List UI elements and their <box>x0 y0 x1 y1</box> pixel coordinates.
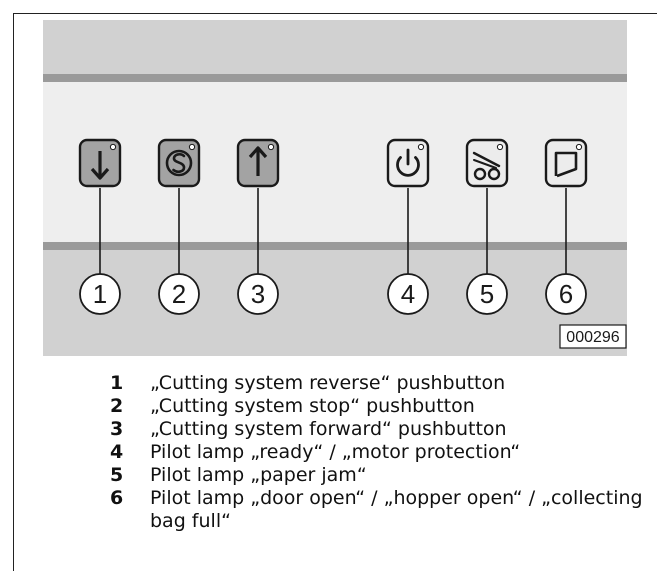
power-icon <box>396 148 420 177</box>
svg-text:2: 2 <box>172 279 186 309</box>
panel-middle <box>43 82 627 242</box>
indicator-dot <box>267 143 275 151</box>
callout-4: 4 <box>387 273 429 315</box>
legend-item: 6 Pilot lamp „door open“ / „hopper open“… <box>110 487 650 533</box>
indicator-dot <box>575 143 583 151</box>
callout-3: 3 <box>237 273 279 315</box>
ready-pilot-lamp <box>386 138 430 188</box>
legend-text: Pilot lamp „paper jam“ <box>150 464 367 486</box>
legend-item: 4 Pilot lamp „ready“ / „motor protection… <box>110 441 650 464</box>
legend-item: 1 „Cutting system reverse“ pushbutton <box>110 372 650 395</box>
panel-top-stripe <box>43 74 627 82</box>
stop-pushbutton[interactable] <box>157 138 201 188</box>
callout-2: 2 <box>158 273 200 315</box>
callout-6: 6 <box>545 273 587 315</box>
image-code-label: 000296 <box>559 324 627 349</box>
svg-text:4: 4 <box>401 279 415 309</box>
hopper-icon <box>554 151 578 178</box>
legend-number: 6 <box>110 487 124 509</box>
arrow-up-icon <box>248 146 268 176</box>
arrow-down-icon <box>90 151 110 180</box>
indicator-dot <box>188 143 196 151</box>
forward-pushbutton[interactable] <box>236 138 280 188</box>
legend-number: 2 <box>110 395 124 417</box>
reverse-pushbutton[interactable] <box>78 138 122 188</box>
panel-bottom-stripe <box>43 242 627 250</box>
indicator-dot <box>109 143 117 151</box>
indicator-dot <box>417 143 425 151</box>
control-panel-diagram: 1 2 3 4 5 6 000296 <box>43 20 627 356</box>
frame-left-line <box>13 13 14 571</box>
legend-text: „Cutting system reverse“ pushbutton <box>150 372 506 394</box>
svg-text:1: 1 <box>93 279 107 309</box>
legend-text: Pilot lamp „door open“ / „hopper open“ /… <box>150 487 643 532</box>
legend-number: 5 <box>110 464 124 486</box>
stop-s-icon <box>165 149 193 177</box>
paper-jam-pilot-lamp <box>465 138 509 188</box>
panel-top-band <box>43 20 627 78</box>
legend-text: „Cutting system stop“ pushbutton <box>150 395 475 417</box>
indicator-dot <box>496 143 504 151</box>
legend-text: Pilot lamp „ready“ / „motor protection“ <box>150 441 521 463</box>
svg-text:6: 6 <box>559 279 573 309</box>
legend-text: „Cutting system forward“ pushbutton <box>150 418 507 440</box>
door-open-pilot-lamp <box>544 138 588 188</box>
frame-top-line <box>13 13 657 14</box>
panel-bottom-band <box>43 250 627 356</box>
paper-jam-icon <box>472 151 501 181</box>
legend-number: 4 <box>110 441 124 463</box>
legend-number: 3 <box>110 418 124 440</box>
legend-item: 5 Pilot lamp „paper jam“ <box>110 464 650 487</box>
callout-circles: 1 2 3 4 5 6 <box>79 273 587 315</box>
svg-text:5: 5 <box>480 279 494 309</box>
callout-1: 1 <box>79 273 121 315</box>
svg-text:000296: 000296 <box>566 329 619 346</box>
svg-text:3: 3 <box>251 279 265 309</box>
legend-item: 2 „Cutting system stop“ pushbutton <box>110 395 650 418</box>
legend-item: 3 „Cutting system forward“ pushbutton <box>110 418 650 441</box>
legend: 1 „Cutting system reverse“ pushbutton 2 … <box>110 372 650 533</box>
callout-5: 5 <box>466 273 508 315</box>
leader-lines <box>99 188 567 275</box>
legend-number: 1 <box>110 372 124 394</box>
